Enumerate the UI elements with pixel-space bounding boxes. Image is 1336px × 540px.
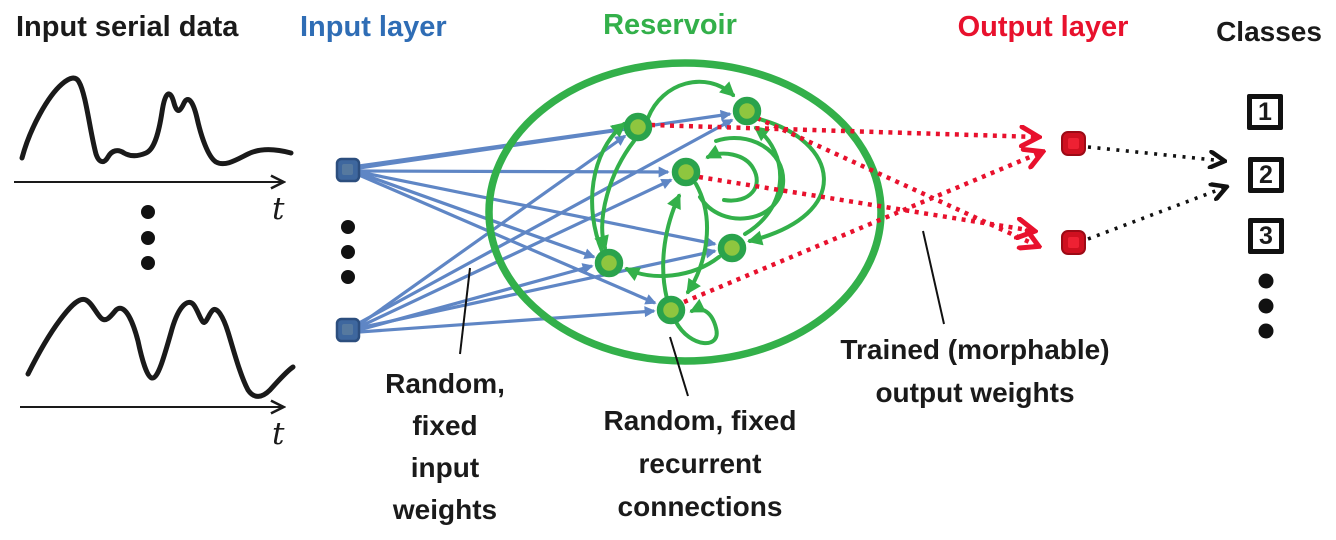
- ellipsis-dots-input-layer: [341, 220, 355, 284]
- input-weight-line: [358, 247, 717, 330]
- reservoir-node: [656, 295, 686, 325]
- ellipsis-dot: [1258, 273, 1274, 289]
- time-axis-label-2: t: [272, 416, 285, 452]
- reservoir-node: [717, 233, 747, 263]
- heading-classes: Classes: [1216, 16, 1322, 47]
- annotation-line: weights: [392, 494, 498, 525]
- ellipsis-dot: [341, 220, 355, 234]
- ellipsis-dots-signals: [141, 205, 155, 270]
- heading-output-layer: Output layer: [957, 11, 1129, 43]
- annotation-input-weights: Random, fixed input weights: [385, 363, 505, 531]
- input-node-2: [335, 317, 361, 343]
- recurrent-self-loop-inner: [705, 144, 759, 203]
- input-weight-line: [358, 118, 734, 325]
- annotation-line: Random, fixed: [603, 405, 797, 436]
- waveform-1-curve: [19, 75, 294, 167]
- ellipsis-dot: [1258, 323, 1274, 339]
- input-weight-line: [358, 171, 596, 260]
- class-box-1: 1: [1247, 94, 1283, 130]
- annotation-line: fixed: [412, 410, 478, 441]
- input-signal-2: [20, 296, 296, 407]
- class-box-3: 3: [1248, 218, 1284, 254]
- recurrent-connection: [661, 193, 681, 301]
- reservoir-nodes: [594, 96, 762, 325]
- input-weight-line: [358, 170, 717, 248]
- input-weight-line: [358, 109, 732, 170]
- recurrent-connection: [743, 126, 783, 236]
- class-arrow-lines: [1087, 145, 1226, 241]
- class-arrow-line: [1087, 187, 1226, 241]
- output-weight-line: [683, 152, 1042, 305]
- annotation-line: output weights: [875, 377, 1075, 408]
- ellipsis-dot: [341, 245, 355, 259]
- ellipsis-dot: [341, 270, 355, 284]
- recurrent-self-loop-outer: [698, 135, 786, 221]
- input-weight-line: [358, 173, 657, 305]
- annotation-line: connections: [617, 491, 783, 522]
- recurrent-connection: [624, 255, 721, 281]
- input-signal-1: [14, 75, 294, 182]
- annotation-output-weights: Trained (morphable) output weights: [840, 328, 1109, 414]
- input-weight-line: [358, 178, 673, 329]
- reservoir-node: [594, 248, 624, 278]
- reservoir-node: [671, 157, 701, 187]
- recurrent-connection: [646, 79, 736, 120]
- annotation-line: Random,: [385, 368, 505, 399]
- ellipsis-dot: [141, 256, 155, 270]
- waveform-2-curve: [25, 296, 296, 399]
- input-weight-line: [358, 306, 656, 334]
- annotation-line: input: [410, 452, 480, 483]
- pointer-line-output-weights: [922, 230, 945, 325]
- pointer-line-input-weights: [459, 267, 471, 355]
- output-weight-lines: [650, 115, 1042, 305]
- ellipsis-dot: [141, 205, 155, 219]
- class-arrow-line: [1087, 145, 1224, 161]
- annotation-recurrent-connections: Random, fixed recurrent connections: [604, 399, 797, 528]
- ellipsis-dots-classes: [1258, 273, 1274, 339]
- input-weight-lines: [358, 109, 734, 334]
- output-node-1: [1061, 131, 1086, 156]
- annotation-line: Trained (morphable): [840, 334, 1110, 365]
- output-weight-line: [756, 115, 1038, 246]
- reservoir-ellipse: [485, 59, 885, 365]
- recurrent-connection: [594, 139, 636, 251]
- pointer-line-recurrent: [669, 336, 689, 397]
- ellipsis-dot: [141, 231, 155, 245]
- ellipsis-dot: [1258, 298, 1274, 314]
- heading-input-serial-data: Input serial data: [16, 11, 239, 43]
- input-node-1: [335, 157, 361, 183]
- output-weight-line: [650, 122, 1038, 137]
- annotation-line: recurrent: [638, 448, 762, 479]
- reservoir-node: [732, 96, 762, 126]
- input-weight-line: [358, 166, 670, 178]
- heading-input-layer: Input layer: [300, 11, 447, 43]
- heading-reservoir: Reservoir: [603, 9, 737, 41]
- recurrent-connection: [590, 122, 627, 253]
- output-node-2: [1061, 230, 1086, 255]
- class-box-2: 2: [1248, 157, 1284, 193]
- reservoir-node: [623, 112, 653, 142]
- recurrent-connection: [674, 298, 719, 345]
- time-axis-label-1: t: [272, 191, 285, 227]
